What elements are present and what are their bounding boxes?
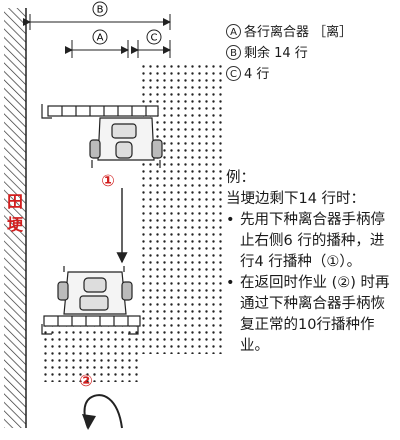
row-brackets [41,104,139,335]
svg-text:B: B [97,5,104,16]
planter-machine-bottom [43,266,141,327]
legend-mark: B [226,45,241,60]
dimension-lines [23,14,171,58]
bullet-text: 在返回时作业 (②) 时再通过下种离合器手柄恢复正常的10行播种作业。 [240,275,390,354]
planted-rows-return [42,326,140,382]
bullet-dot: • [226,212,235,228]
field-ridge [4,8,26,428]
legend-mark: A [226,24,241,39]
dimension-label-c: C [146,29,162,45]
step-marker-2: ② [79,371,93,390]
planter-machine-top [47,105,163,168]
bullet-text: 先用下种离合器手柄停止右侧6 行的播种，进行4 行播种（①）。 [240,212,385,270]
field-ridge-label: 田埂 [6,192,23,234]
note-bullet: • 在返回时作业 (②) 时再通过下种离合器手柄恢复正常的10行播种作业。 [226,273,396,357]
example-note: 例： 当埂边剩下14 行时： • 先用下种离合器手柄停止右侧6 行的播种，进行4 … [226,168,396,357]
note-heading: 例： [226,170,255,186]
legend-text: 4 行 [244,67,270,82]
svg-text:C: C [151,33,158,44]
legend-text: 剩余 14 行 [244,46,308,61]
note-intro: 当埂边剩下14 行时： [226,191,366,207]
dimension-label-a: A [92,29,108,45]
step-marker-1: ① [101,171,115,190]
svg-text:A: A [97,33,104,44]
legend-text: 各行离合器 ［离］ [244,25,353,40]
bullet-dot: • [226,275,235,291]
legend-mark: C [226,66,241,81]
dimension-label-b: B [92,1,108,17]
note-bullet: • 先用下种离合器手柄停止右侧6 行的播种，进行4 行播种（①）。 [226,210,396,273]
